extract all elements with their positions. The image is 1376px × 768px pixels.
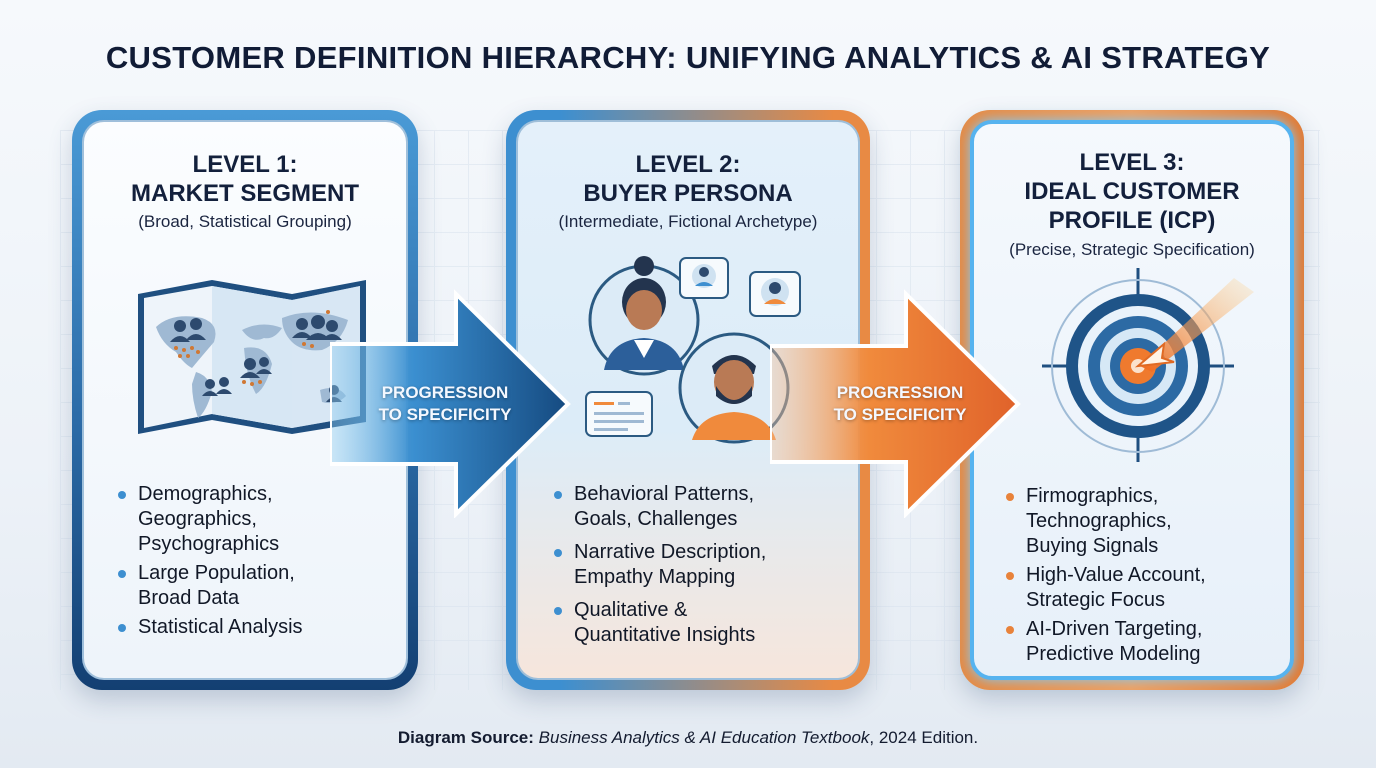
bullet-item: High-Value Account, Strategic Focus bbox=[1006, 563, 1206, 613]
bullet-dot-icon bbox=[118, 624, 126, 632]
diagram-title: CUSTOMER DEFINITION HIERARCHY: UNIFYING … bbox=[105, 40, 1271, 75]
level-1-subtitle: (Broad, Statistical Grouping) bbox=[138, 212, 352, 231]
bullet-dot-icon bbox=[554, 491, 562, 499]
bullet-item: Demographics, Geographics, Psychographic… bbox=[118, 482, 303, 557]
bullet-text: Large Population, bbox=[138, 562, 295, 584]
arrow-1-label: PROGRESSION TO SPECIFICITY bbox=[350, 382, 540, 426]
level-2-label: LEVEL 2: bbox=[635, 151, 741, 178]
source-label: Diagram Source: bbox=[397, 728, 534, 747]
source-edition: , 2024 Edition. bbox=[869, 728, 979, 747]
level-2-bullets: Behavioral Patterns, Goals, Challenges N… bbox=[554, 482, 766, 652]
bullet-dot-icon bbox=[118, 491, 126, 499]
bullet-dot-icon bbox=[554, 607, 562, 615]
bullet-item: Statistical Analysis bbox=[118, 615, 303, 640]
buyer-persona-avatars-icon bbox=[574, 254, 814, 454]
bullet-text: Quantitative Insights bbox=[574, 624, 756, 646]
bullet-dot-icon bbox=[1006, 572, 1014, 580]
bullet-text: Firmographics, bbox=[1026, 485, 1159, 507]
bullet-text: Behavioral Patterns, bbox=[574, 483, 755, 505]
source-work-title: Business Analytics & AI Education Textbo… bbox=[538, 728, 870, 747]
bullet-item: AI-Driven Targeting, Predictive Modeling bbox=[1006, 617, 1206, 667]
arrow-2-label: PROGRESSION TO SPECIFICITY bbox=[810, 382, 990, 426]
bullet-text: Qualitative & bbox=[574, 599, 688, 621]
bullet-dot-icon bbox=[118, 570, 126, 578]
level-3-panel: LEVEL 3: IDEAL CUSTOMER PROFILE (ICP) (P… bbox=[960, 110, 1304, 690]
target-bullseye-icon bbox=[1034, 262, 1264, 472]
level-1-label: LEVEL 1: bbox=[192, 151, 298, 178]
bullet-dot-icon bbox=[554, 549, 562, 557]
progression-arrow-2: PROGRESSION TO SPECIFICITY bbox=[770, 288, 1025, 518]
level-3-bullets: Firmographics, Technographics, Buying Si… bbox=[1006, 484, 1206, 671]
bullet-text: Predictive Modeling bbox=[1026, 643, 1201, 665]
level-2-title: BUYER PERSONA bbox=[583, 180, 793, 207]
arrow-2-label-line1: PROGRESSION bbox=[836, 383, 964, 402]
bullet-text: Technographics, bbox=[1026, 510, 1172, 532]
bullet-text: Empathy Mapping bbox=[574, 566, 736, 588]
bullet-text: AI-Driven Targeting, bbox=[1026, 618, 1203, 640]
level-3-title-line1: IDEAL CUSTOMER bbox=[1024, 178, 1240, 205]
arrow-1-label-line2: TO SPECIFICITY bbox=[378, 405, 512, 424]
bullet-text: Demographics, bbox=[138, 483, 273, 505]
arrow-2-label-line2: TO SPECIFICITY bbox=[833, 405, 967, 424]
level-2-panel: LEVEL 2: BUYER PERSONA (Intermediate, Fi… bbox=[506, 110, 870, 690]
level-1-bullets: Demographics, Geographics, Psychographic… bbox=[118, 482, 303, 644]
progression-arrow-1: PROGRESSION TO SPECIFICITY bbox=[330, 288, 575, 518]
bullet-text: Psychographics bbox=[138, 533, 280, 555]
bullet-item: Behavioral Patterns, Goals, Challenges bbox=[554, 482, 766, 532]
level-2-subtitle: (Intermediate, Fictional Archetype) bbox=[558, 212, 818, 231]
level-3-label: LEVEL 3: bbox=[1079, 149, 1185, 176]
bullet-item: Narrative Description, Empathy Mapping bbox=[554, 540, 766, 590]
bullet-text: Strategic Focus bbox=[1026, 589, 1165, 611]
bullet-text: Goals, Challenges bbox=[574, 508, 738, 530]
diagram-source-caption: Diagram Source: Business Analytics & AI … bbox=[0, 728, 1376, 748]
level-2-heading: LEVEL 2: BUYER PERSONA bbox=[518, 150, 858, 208]
bullet-text: Buying Signals bbox=[1026, 535, 1159, 557]
level-3-title-line2: PROFILE (ICP) bbox=[1048, 207, 1216, 234]
bullet-text: Narrative Description, bbox=[574, 541, 767, 563]
level-3-subtitle: (Precise, Strategic Specification) bbox=[1009, 240, 1255, 259]
bullet-text: Geographics, bbox=[138, 508, 257, 530]
bullet-item: Large Population, Broad Data bbox=[118, 561, 303, 611]
level-1-heading: LEVEL 1: MARKET SEGMENT bbox=[84, 150, 406, 208]
bullet-item: Qualitative & Quantitative Insights bbox=[554, 598, 766, 648]
bullet-dot-icon bbox=[1006, 493, 1014, 501]
level-1-title: MARKET SEGMENT bbox=[131, 180, 359, 207]
bullet-dot-icon bbox=[1006, 626, 1014, 634]
bullet-text: Broad Data bbox=[138, 587, 240, 609]
bullet-text: Statistical Analysis bbox=[138, 616, 303, 638]
arrow-1-label-line1: PROGRESSION bbox=[381, 383, 509, 402]
level-3-heading: LEVEL 3: IDEAL CUSTOMER PROFILE (ICP) bbox=[974, 148, 1290, 235]
bullet-item: Firmographics, Technographics, Buying Si… bbox=[1006, 484, 1206, 559]
bullet-text: High-Value Account, bbox=[1026, 564, 1206, 586]
